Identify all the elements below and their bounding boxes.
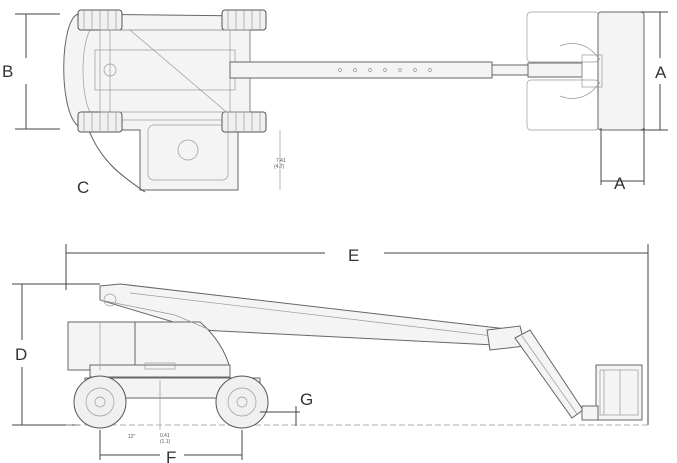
tail-swing-arc bbox=[87, 127, 146, 193]
top-small-dim-1: 7.41 bbox=[276, 158, 286, 164]
side-small-dim-2: (1.1) bbox=[160, 439, 171, 445]
dimension-d bbox=[12, 283, 100, 426]
label-a-bottom: A bbox=[614, 174, 626, 193]
side-view: E D bbox=[12, 244, 649, 463]
dimension-b bbox=[15, 13, 60, 130]
side-small-dim-3: 12" bbox=[128, 434, 136, 440]
top-small-dim-2: (4.7) bbox=[274, 164, 285, 170]
label-b: B bbox=[2, 62, 13, 81]
dimension-f bbox=[99, 430, 243, 460]
dimension-a-bottom bbox=[600, 128, 645, 185]
dimension-e bbox=[65, 244, 649, 425]
side-jib bbox=[514, 329, 584, 419]
label-d: D bbox=[15, 345, 27, 364]
label-c: C bbox=[77, 178, 89, 197]
top-platform bbox=[526, 11, 645, 131]
turntable-outline bbox=[63, 13, 251, 191]
label-e: E bbox=[348, 246, 359, 265]
dimension-g bbox=[260, 406, 300, 426]
top-view: B C bbox=[2, 9, 668, 197]
side-small-dim-1: 0.41 bbox=[160, 433, 170, 439]
side-turntable bbox=[67, 293, 231, 378]
side-platform bbox=[581, 364, 643, 421]
dimension-a-top bbox=[640, 11, 668, 131]
side-wheel-front bbox=[215, 375, 269, 429]
top-boom bbox=[229, 61, 583, 79]
side-wheel-rear bbox=[73, 375, 127, 429]
label-a-top: A bbox=[655, 63, 667, 82]
label-g: G bbox=[300, 390, 313, 409]
label-f: F bbox=[166, 448, 176, 463]
